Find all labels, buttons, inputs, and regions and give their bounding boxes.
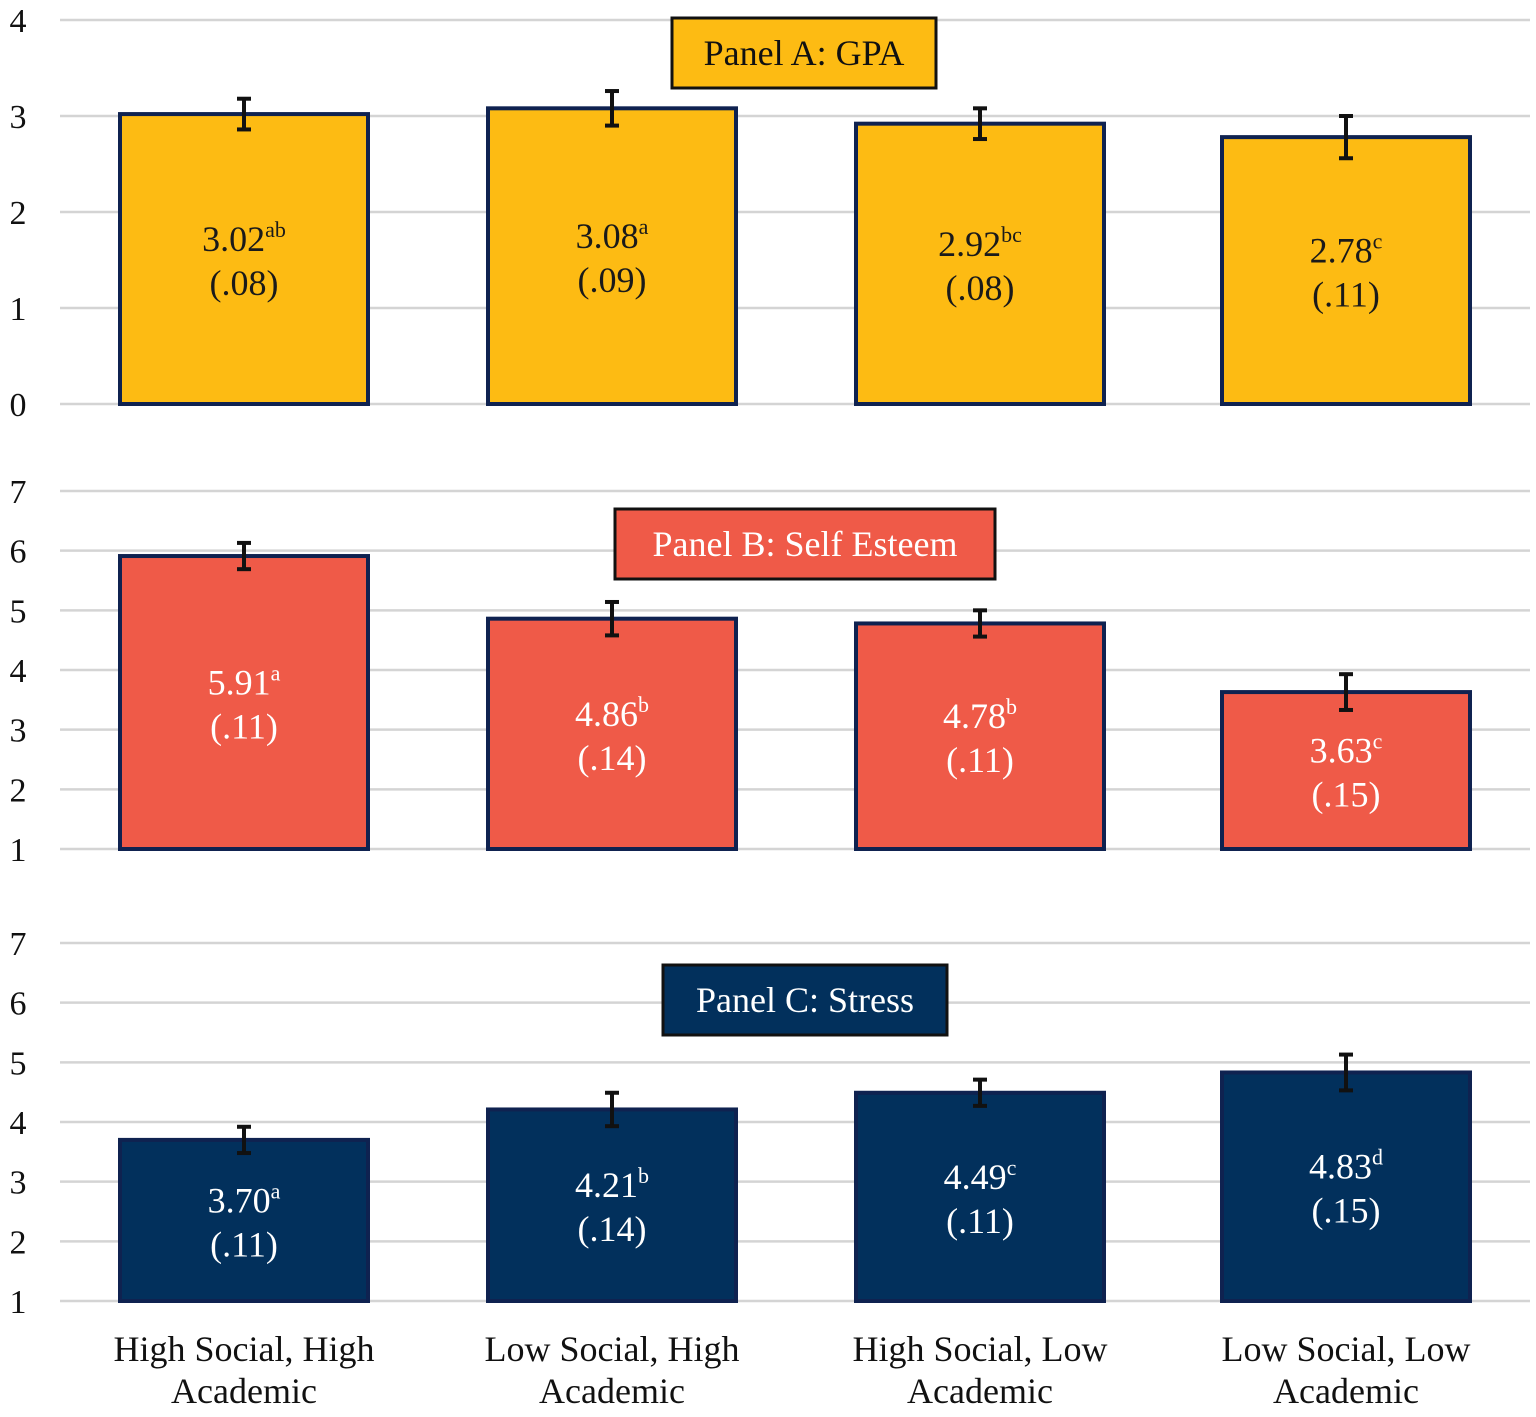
- panel-title: Panel A: GPA: [704, 33, 905, 73]
- data-label: 3.63c: [1310, 729, 1383, 771]
- data-label-value: 2.92: [938, 224, 1001, 264]
- y-tick-label: 6: [10, 986, 27, 1023]
- x-tick-label: Low Social, High: [485, 1329, 740, 1369]
- y-tick-label: 0: [10, 387, 27, 424]
- se-label: (.09): [578, 260, 647, 300]
- data-label-value: 4.86: [575, 694, 638, 734]
- bar: [1220, 690, 1472, 851]
- se-label: (.14): [578, 738, 647, 778]
- data-label: 4.86b: [575, 692, 649, 734]
- y-tick-label: 3: [10, 713, 27, 750]
- y-tick-label: 2: [10, 1224, 27, 1261]
- data-label: 2.92bc: [938, 222, 1022, 264]
- data-label: 3.02ab: [202, 217, 286, 259]
- x-tick-label: High Social, Low: [853, 1329, 1108, 1369]
- se-label: (.08): [210, 263, 279, 303]
- bar: [1220, 1070, 1472, 1304]
- y-tick-label: 7: [10, 926, 27, 963]
- x-tick-label: Academic: [171, 1371, 317, 1411]
- bar: [1220, 135, 1472, 406]
- bar: [854, 121, 1106, 407]
- se-label: (.11): [210, 1224, 278, 1264]
- bar: [854, 1090, 1106, 1303]
- data-label-value: 4.49: [944, 1157, 1007, 1197]
- data-label-superscript: b: [1006, 694, 1017, 719]
- se-label: (.11): [946, 740, 1014, 780]
- y-tick-label: 1: [10, 1284, 27, 1321]
- y-tick-label: 5: [10, 1045, 27, 1082]
- data-label-superscript: a: [639, 214, 649, 239]
- data-label: 4.21b: [575, 1163, 649, 1205]
- se-label: (.15): [1312, 1191, 1381, 1231]
- bar: [486, 106, 738, 406]
- data-label: 3.08a: [576, 214, 649, 256]
- y-tick-label: 7: [10, 474, 27, 511]
- se-label: (.11): [1312, 275, 1380, 315]
- y-tick-label: 1: [10, 832, 27, 869]
- x-tick-label: High Social, High: [114, 1329, 375, 1369]
- data-label-superscript: b: [638, 1163, 649, 1188]
- x-tick-label: Academic: [1273, 1371, 1419, 1411]
- y-tick-label: 3: [10, 1165, 27, 1202]
- panel-title-box: [670, 16, 938, 90]
- y-tick-label: 4: [10, 1105, 27, 1142]
- data-label: 3.70a: [208, 1178, 281, 1220]
- data-label-value: 3.08: [576, 216, 639, 256]
- panel-title-box: [661, 963, 949, 1037]
- data-label: 4.83d: [1309, 1145, 1383, 1187]
- bar: [118, 112, 370, 407]
- y-tick-label: 6: [10, 534, 27, 571]
- bar: [486, 1107, 738, 1303]
- se-label: (.08): [946, 268, 1015, 308]
- data-label-value: 3.63: [1310, 731, 1373, 771]
- se-label: (.11): [210, 707, 278, 747]
- bar: [118, 1137, 370, 1304]
- panel-3: 12345673.70a(.11)4.21b(.14)4.49c(.11)4.8…: [10, 926, 1530, 1321]
- data-label-value: 3.70: [208, 1180, 271, 1220]
- panel-title: Panel C: Stress: [696, 980, 914, 1020]
- x-tick-label: Low Social, Low: [1222, 1329, 1471, 1369]
- data-label-superscript: c: [1373, 229, 1383, 254]
- se-label: (.11): [946, 1201, 1014, 1241]
- y-tick-label: 2: [10, 195, 27, 232]
- data-label-superscript: c: [1007, 1155, 1017, 1180]
- data-label-superscript: a: [271, 1178, 281, 1203]
- data-label: 5.91a: [208, 661, 281, 703]
- data-label-superscript: c: [1373, 729, 1383, 754]
- y-tick-label: 4: [10, 653, 27, 690]
- data-label-value: 4.21: [575, 1165, 638, 1205]
- data-label-superscript: b: [638, 692, 649, 717]
- y-tick-label: 2: [10, 772, 27, 809]
- y-tick-label: 1: [10, 291, 27, 328]
- data-label-value: 4.78: [943, 696, 1006, 736]
- data-label-superscript: bc: [1001, 222, 1022, 247]
- data-label-value: 5.91: [208, 663, 271, 703]
- data-label: 2.78c: [1310, 229, 1383, 271]
- data-label-superscript: ab: [265, 217, 286, 242]
- data-label-value: 4.83: [1309, 1147, 1372, 1187]
- panel-title-box: [613, 507, 997, 581]
- data-label-superscript: d: [1372, 1145, 1383, 1170]
- se-label: (.15): [1312, 775, 1381, 815]
- panel-1: 012343.02ab(.08)3.08a(.09)2.92bc(.08)2.7…: [10, 3, 1530, 424]
- data-label: 4.49c: [944, 1155, 1017, 1197]
- bar: [118, 554, 370, 852]
- y-tick-label: 4: [10, 3, 27, 40]
- data-label-value: 3.02: [202, 219, 265, 259]
- bar: [486, 616, 738, 851]
- se-label: (.14): [578, 1209, 647, 1249]
- y-tick-label: 5: [10, 593, 27, 630]
- y-tick-label: 3: [10, 99, 27, 136]
- bar: [854, 621, 1106, 852]
- panel-2: 12345675.91a(.11)4.86b(.14)4.78b(.11)3.6…: [10, 474, 1530, 869]
- x-tick-label: Academic: [907, 1371, 1053, 1411]
- data-label-superscript: a: [271, 661, 281, 686]
- x-tick-label: Academic: [539, 1371, 685, 1411]
- panel-title: Panel B: Self Esteem: [653, 524, 958, 564]
- data-label: 4.78b: [943, 694, 1017, 736]
- data-label-value: 2.78: [1310, 231, 1373, 271]
